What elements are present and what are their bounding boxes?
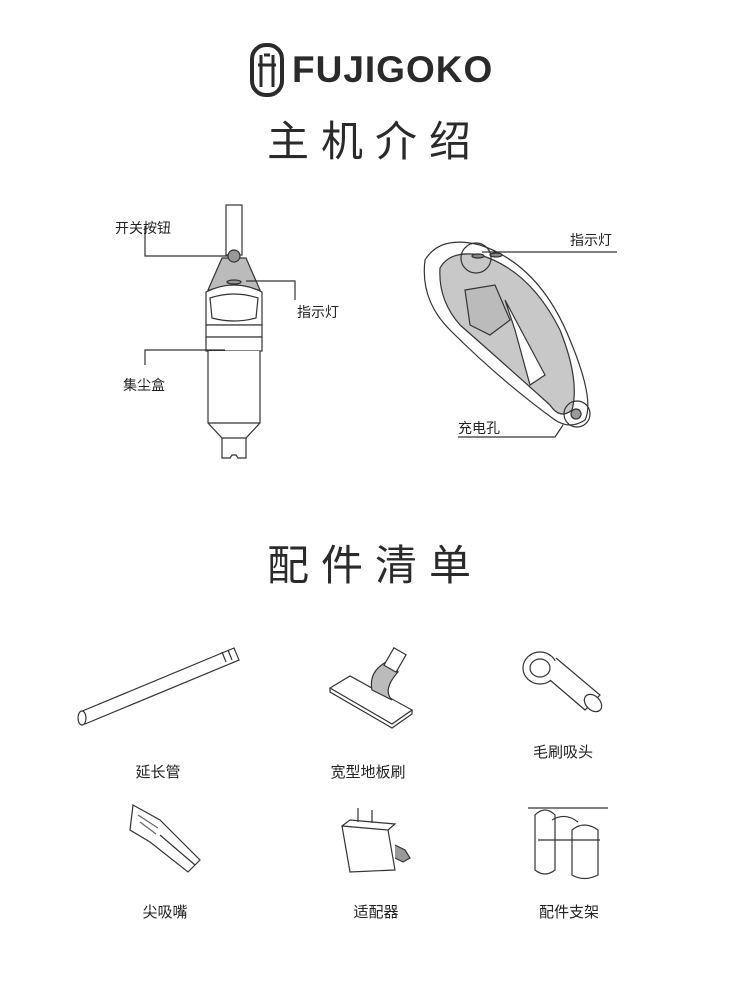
accessory-label-extension-tube: 延长管 — [135, 763, 181, 781]
extension-tube-icon — [77, 647, 240, 726]
main-unit-title: 主机介绍 — [266, 117, 483, 166]
brand-logo: FUJIGOKO — [250, 42, 506, 98]
label-power-button: 开关按钮 — [115, 221, 171, 237]
accessories-title: 配件清单 — [266, 541, 483, 590]
crevice-nozzle-icon — [129, 804, 201, 873]
accessory-label-floor-brush: 宽型地板刷 — [330, 763, 406, 781]
brand-name: FUJIGOKO — [292, 49, 494, 90]
accessory-label-brush-nozzle: 毛刷吸头 — [532, 743, 593, 761]
vacuum-side-illustration — [423, 241, 617, 438]
vacuum-front-illustration — [144, 204, 296, 459]
floor-brush-icon — [328, 647, 414, 729]
accessory-holder-icon — [528, 807, 608, 880]
brand-emblem-icon — [250, 43, 284, 97]
accessory-label-adapter: 适配器 — [353, 903, 399, 921]
label-indicator-side: 指示灯 — [570, 233, 612, 249]
accessory-label-crevice-nozzle: 尖吸嘴 — [142, 903, 188, 921]
label-dust-box: 集尘盒 — [123, 378, 165, 394]
brush-nozzle-icon — [522, 651, 603, 713]
adapter-icon — [341, 808, 411, 873]
label-charging-port: 充电孔 — [458, 421, 500, 437]
label-indicator-front: 指示灯 — [297, 305, 339, 321]
accessory-label-holder: 配件支架 — [538, 903, 599, 921]
